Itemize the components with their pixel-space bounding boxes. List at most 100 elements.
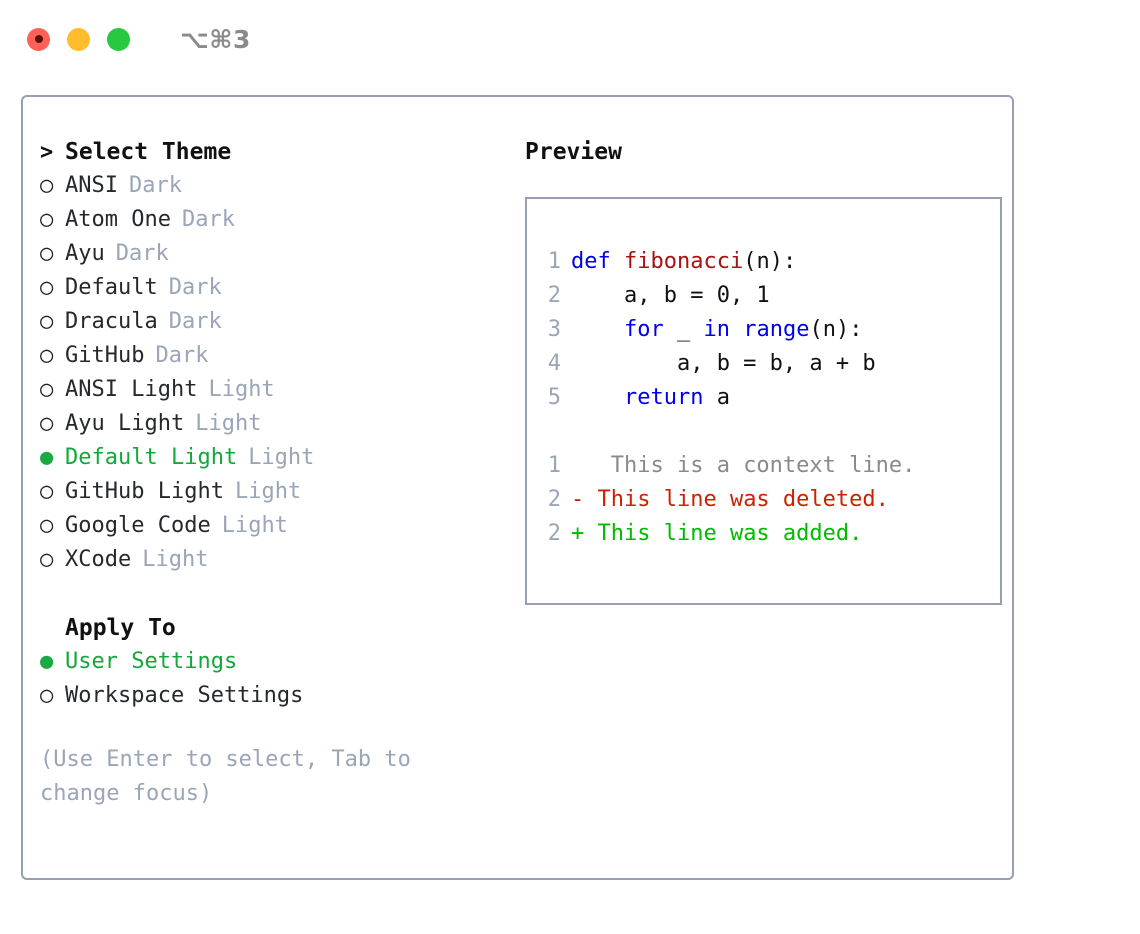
theme-option-label: GitHub Light [65, 479, 224, 504]
theme-option-label: Dracula [65, 309, 158, 334]
diff-line: 2- This line was deleted. [527, 483, 1000, 517]
radio-unselected-icon[interactable]: ○ [40, 275, 54, 300]
code-token-plain: a, b = b, a + b [571, 351, 876, 376]
code-line: 5 return a [527, 381, 1000, 415]
radio-selected-icon[interactable]: ● [40, 445, 54, 470]
theme-option-label: Default [65, 275, 158, 300]
radio-unselected-icon[interactable]: ○ [40, 343, 54, 368]
select-theme-heading-label: Select Theme [65, 139, 232, 165]
keyboard-hint-text: (Use Enter to select, Tab to change focu… [40, 747, 411, 806]
radio-unselected-icon[interactable]: ○ [40, 241, 54, 266]
theme-variant-tag: Light [195, 411, 262, 436]
theme-option-row[interactable]: ○ Google Code Light [40, 509, 503, 543]
theme-option-row[interactable]: ○ ANSI Dark [40, 169, 503, 203]
code-line-number: 5 [547, 385, 561, 410]
radio-unselected-icon[interactable]: ○ [40, 547, 54, 572]
theme-variant-tag: Light [142, 547, 209, 572]
apply-to-option-row[interactable]: ● User Settings [40, 645, 503, 679]
code-token-plain [571, 385, 624, 410]
radio-unselected-icon[interactable]: ○ [40, 683, 54, 708]
select-theme-heading: > Select Theme [40, 135, 503, 169]
code-line: 3 for _ in range(n): [527, 313, 1000, 347]
theme-option-row[interactable]: ○ Default Dark [40, 271, 503, 305]
theme-variant-tag: Dark [168, 275, 222, 300]
code-token-plain: a, b = 0, 1 [571, 283, 770, 308]
code-line-number: 4 [547, 351, 561, 376]
code-token-kw: in [703, 317, 730, 342]
theme-option-row[interactable]: ○ Atom One Dark [40, 203, 503, 237]
diff-sign: - [571, 487, 585, 512]
code-token-plain: a [703, 385, 730, 410]
code-line-text: a, b = 0, 1 [571, 279, 770, 313]
apply-to-list: ● User Settings ○Workspace Settings [40, 645, 503, 713]
diff-line: 2 + This line was added. [527, 517, 1000, 551]
code-token-kw: def [571, 249, 624, 274]
diff-sign: + [571, 521, 585, 546]
radio-unselected-icon[interactable]: ○ [40, 411, 54, 436]
code-token-plain: (n): [743, 249, 797, 274]
apply-to-option-label: User Settings [65, 649, 238, 674]
code-line-text: for _ in range(n): [571, 313, 862, 347]
code-token-plain [730, 317, 743, 342]
diff-line-text: This line was added. [584, 521, 863, 546]
code-diff-spacer [527, 415, 1000, 449]
diff-line-text: This is a context line. [584, 453, 916, 478]
radio-unselected-icon[interactable]: ○ [40, 207, 54, 232]
radio-unselected-icon[interactable]: ○ [40, 173, 54, 198]
apply-to-heading-label: Apply To [65, 615, 176, 641]
radio-unselected-icon[interactable]: ○ [40, 377, 54, 402]
close-button-icon[interactable] [27, 27, 50, 51]
code-token-kw: for [623, 317, 664, 342]
code-line: 4 a, b = b, a + b [527, 347, 1000, 381]
theme-option-label: XCode [65, 547, 132, 572]
section-spacer [40, 577, 503, 611]
code-token-fn: fibonacci [623, 249, 744, 274]
diff-line-text: This line was deleted. [584, 487, 889, 512]
title-bar: ⌥⌘3 [0, 0, 1140, 78]
theme-option-row[interactable]: ○ XCode Light [40, 543, 503, 577]
theme-variant-tag: Light [221, 513, 288, 538]
theme-option-row[interactable]: ● Default Light Light [40, 441, 503, 475]
cursor-arrow-icon: > [40, 140, 54, 165]
apply-to-option-row[interactable]: ○Workspace Settings [40, 679, 503, 713]
theme-variant-tag: Light [248, 445, 315, 470]
apply-to-marker-placeholder: ○ [40, 612, 65, 646]
code-line-text: a, b = b, a + b [571, 347, 876, 381]
maximize-button-icon[interactable] [107, 27, 130, 51]
theme-option-label: Google Code [65, 513, 211, 538]
diff-line-number: 2 [547, 487, 561, 512]
code-token-kw: range [743, 317, 810, 342]
theme-option-row[interactable]: ○ ANSI Light Light [40, 373, 503, 407]
theme-option-label: Default Light [65, 445, 238, 470]
theme-variant-tag: Dark [128, 173, 182, 198]
theme-variant-tag: Dark [181, 207, 235, 232]
diff-line-number: 2 [547, 521, 561, 546]
radio-unselected-icon[interactable]: ○ [40, 513, 54, 538]
code-line: 1 def fibonacci(n): [527, 245, 1000, 279]
radio-unselected-icon[interactable]: ○ [40, 309, 54, 334]
theme-option-label: Atom One [65, 207, 171, 232]
radio-selected-icon[interactable]: ● [40, 649, 54, 674]
theme-option-label: ANSI [65, 173, 118, 198]
code-token-kw: return [623, 385, 704, 410]
preview-box: 1 def fibonacci(n): 2 a, b = 0, 1 3 for _ i… [525, 197, 1002, 605]
theme-option-label: ANSI Light [65, 377, 198, 402]
diff-line-number: 1 [547, 453, 561, 478]
code-token-plain: _ [663, 317, 704, 342]
theme-option-label: Ayu [65, 241, 105, 266]
apply-to-heading: ○ Apply To [40, 611, 503, 645]
theme-variant-tag: Light [208, 377, 275, 402]
code-line-number: 1 [547, 249, 561, 274]
minimize-button-icon[interactable] [67, 27, 90, 51]
diff-sign [571, 449, 584, 483]
radio-unselected-icon[interactable]: ○ [40, 479, 54, 504]
